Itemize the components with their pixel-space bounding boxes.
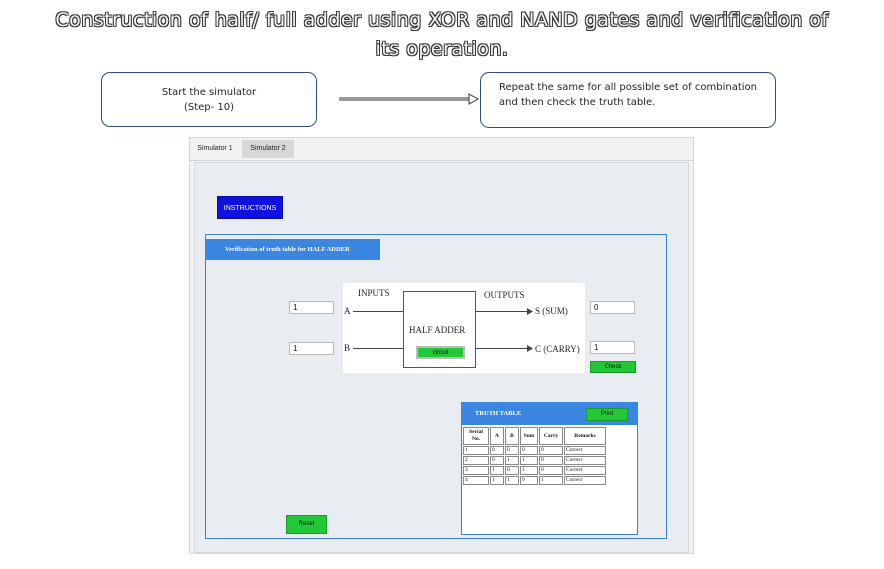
col-a: A xyxy=(490,427,504,445)
wire-a xyxy=(353,311,403,312)
cell-sum: 0 xyxy=(520,446,538,455)
carry-label: C (CARRY) xyxy=(535,344,580,354)
col-b: B xyxy=(505,427,519,445)
tab-bar: Simulator 1 Simulator 2 xyxy=(190,138,693,161)
cell-a: 1 xyxy=(490,476,504,485)
title-line-1: Construction of half/ full adder using X… xyxy=(55,9,829,31)
flow-arrow-icon xyxy=(339,93,479,105)
cell-carry: 0 xyxy=(539,446,563,455)
cell-serial: 3 xyxy=(463,466,489,475)
circuit-button[interactable]: circuit xyxy=(416,346,465,359)
reset-button[interactable]: Reset xyxy=(286,515,327,534)
check-button[interactable]: Check xyxy=(590,361,636,373)
input-b-label: B xyxy=(344,343,351,353)
wire-sum xyxy=(476,311,530,312)
input-a-field[interactable]: 1 xyxy=(289,301,334,314)
instructions-button[interactable]: INSTRUCTIONS xyxy=(217,196,283,219)
panel-header: Verification of truth table for HALF ADD… xyxy=(205,239,380,260)
col-sum: Sum xyxy=(520,427,538,445)
cell-remarks: Correct xyxy=(564,466,606,475)
title-line-2: its operation. xyxy=(375,38,509,60)
cell-sum: 1 xyxy=(520,456,538,465)
cell-remarks: Correct xyxy=(564,446,606,455)
print-button[interactable]: Print xyxy=(586,408,628,421)
cell-carry: 1 xyxy=(539,476,563,485)
cell-remarks: Correct xyxy=(564,456,606,465)
wire-b xyxy=(353,348,403,349)
cell-serial: 4 xyxy=(463,476,489,485)
cell-b: 1 xyxy=(505,476,519,485)
inputs-label: INPUTS xyxy=(358,288,390,298)
cell-serial: 1 xyxy=(463,446,489,455)
truth-table-title: TRUTH TABLE xyxy=(475,410,522,417)
cell-serial: 2 xyxy=(463,456,489,465)
col-carry: Carry xyxy=(539,427,563,445)
sum-arrow-icon xyxy=(527,308,533,315)
tab-simulator-1[interactable]: Simulator 1 xyxy=(192,140,238,158)
truth-table-header-row: Serial No. A B Sum Carry Remarks xyxy=(463,427,606,445)
cell-b: 0 xyxy=(505,446,519,455)
tab-simulator-2[interactable]: Simulator 2 xyxy=(242,140,294,158)
carry-output-field: 1 xyxy=(590,341,635,354)
cell-carry: 0 xyxy=(539,466,563,475)
col-serial: Serial No. xyxy=(463,427,489,445)
col-remarks: Remarks xyxy=(564,427,606,445)
cell-a: 0 xyxy=(490,456,504,465)
input-a-label: A xyxy=(344,306,351,316)
repeat-instructions-callout: Repeat the same for all possible set of … xyxy=(480,72,776,128)
cell-remarks: Correct xyxy=(564,476,606,485)
cell-b: 0 xyxy=(505,466,519,475)
cell-carry: 0 xyxy=(539,456,563,465)
cell-a: 1 xyxy=(490,466,504,475)
callout-left-line-1: Start the simulator xyxy=(161,87,257,98)
page-title: Construction of half/ full adder using X… xyxy=(40,6,844,64)
cell-sum: 0 xyxy=(520,476,538,485)
sum-label: S (SUM) xyxy=(535,306,568,316)
callout-left-line-2: (Step- 10) xyxy=(183,102,235,113)
callout-right-text: Repeat the same for all possible set of … xyxy=(499,82,757,108)
cell-b: 1 xyxy=(505,456,519,465)
carry-arrow-icon xyxy=(527,345,533,352)
sum-output-field: 0 xyxy=(590,301,635,314)
wire-carry xyxy=(476,348,530,349)
start-simulator-callout: Start the simulator (Step- 10) xyxy=(101,72,317,127)
table-row: 1 0 0 0 0 Correct xyxy=(463,446,606,455)
half-adder-label: HALF ADDER xyxy=(409,325,466,335)
table-row: 2 0 1 1 0 Correct xyxy=(463,456,606,465)
cell-sum: 1 xyxy=(520,466,538,475)
outputs-label: OUTPUTS xyxy=(484,290,525,300)
cell-a: 0 xyxy=(490,446,504,455)
table-row: 4 1 1 0 1 Correct xyxy=(463,476,606,485)
input-b-field[interactable]: 1 xyxy=(289,342,334,355)
truth-table: Serial No. A B Sum Carry Remarks 1 0 0 0… xyxy=(462,426,607,486)
table-row: 3 1 0 1 0 Correct xyxy=(463,466,606,475)
